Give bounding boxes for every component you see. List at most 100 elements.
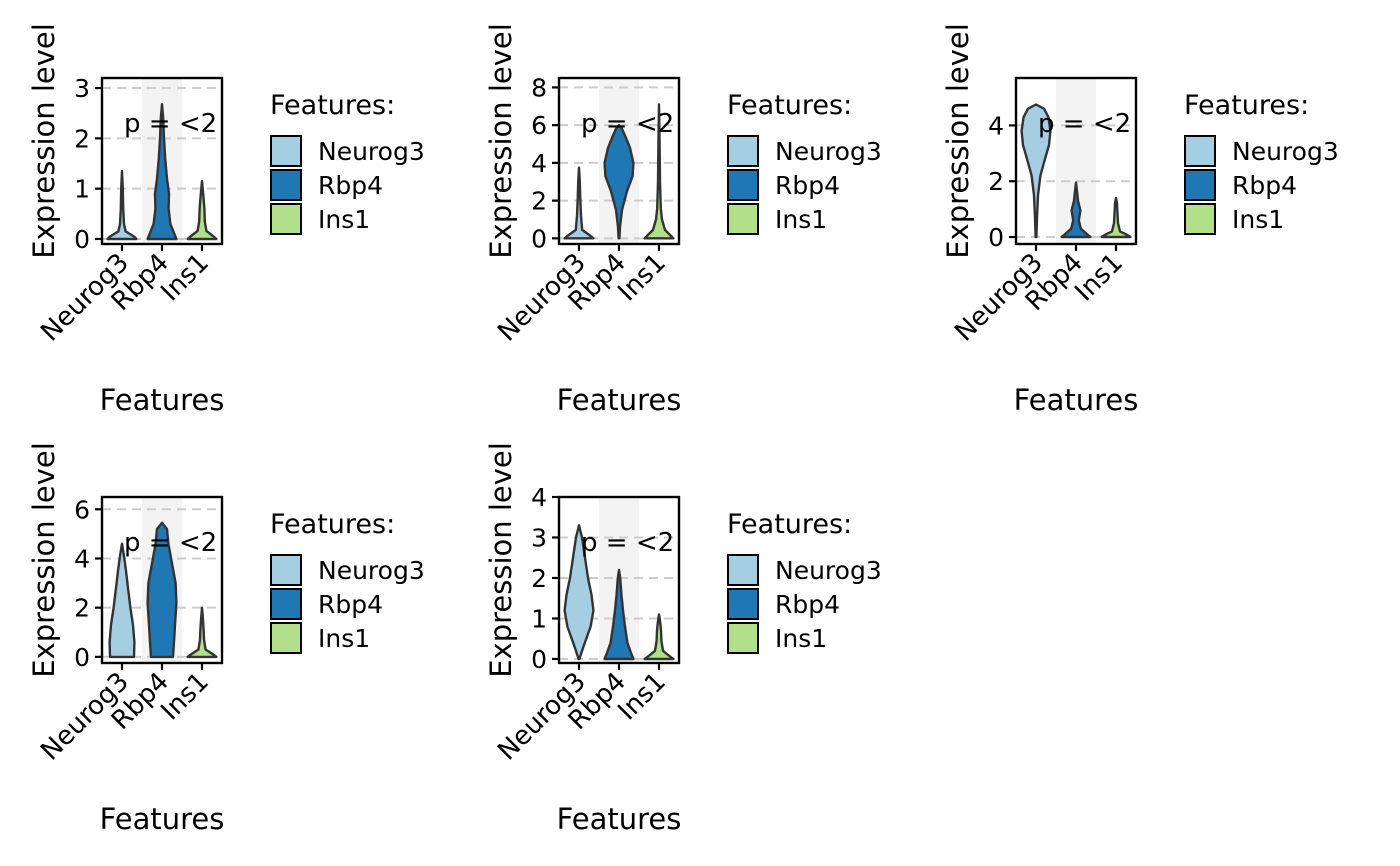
legend-label-ins1: Ins1 bbox=[775, 624, 827, 653]
legend-title: Features: bbox=[270, 509, 395, 540]
panel-title: ndocrin bbox=[566, 38, 671, 71]
y-tick-label: 0 bbox=[988, 223, 1004, 252]
x-tick-label: Ins1 bbox=[155, 248, 215, 308]
x-axis-title: Features bbox=[557, 383, 682, 417]
y-tick-label: 1 bbox=[531, 604, 547, 633]
y-tick-label: 4 bbox=[531, 149, 547, 178]
legend-key-rbp4 bbox=[1184, 169, 1216, 201]
panel-title: n3-low- bbox=[567, 457, 671, 490]
y-tick-label: 0 bbox=[74, 225, 90, 254]
legend-key-ins1 bbox=[270, 622, 302, 654]
y-tick-label: 4 bbox=[74, 544, 90, 573]
legend-key-rbp4 bbox=[270, 169, 302, 201]
violin-rbp4 bbox=[603, 568, 635, 661]
legend-label-rbp4: Rbp4 bbox=[775, 590, 840, 619]
legend-label-rbp4: Rbp4 bbox=[775, 171, 840, 200]
legend-key-rbp4 bbox=[727, 169, 759, 201]
plot-area: p = <2 bbox=[102, 497, 222, 663]
y-tick-label: 3 bbox=[531, 523, 547, 552]
p-value-annotation: p = <2 bbox=[124, 528, 217, 558]
legend-label-rbp4: Rbp4 bbox=[318, 171, 383, 200]
y-axis-title: Expression level bbox=[941, 23, 975, 259]
y-tick-label: 4 bbox=[988, 111, 1004, 140]
p-value-annotation: p = <2 bbox=[124, 109, 217, 139]
legend-label-neurog3: Neurog3 bbox=[318, 556, 425, 585]
plot-area: p = <2 bbox=[1016, 78, 1136, 244]
legend-label-neurog3: Neurog3 bbox=[1232, 137, 1339, 166]
p-value-annotation: p = <2 bbox=[1038, 109, 1131, 139]
y-axis-title: Expression level bbox=[484, 442, 518, 678]
x-axis-title: Features bbox=[100, 383, 225, 417]
legend-title: Features: bbox=[727, 509, 852, 540]
x-tick-label: Ins1 bbox=[1069, 248, 1129, 308]
violin-neurog3 bbox=[108, 542, 136, 659]
legend-title: Features: bbox=[1184, 90, 1309, 121]
legend-key-ins1 bbox=[727, 622, 759, 654]
legend-key-rbp4 bbox=[727, 588, 759, 620]
x-tick-label: Ins1 bbox=[612, 667, 672, 727]
y-axis-title: Expression level bbox=[27, 23, 61, 259]
legend-title: Features: bbox=[270, 90, 395, 121]
y-tick-label: 0 bbox=[531, 645, 547, 674]
violin-neurog3 bbox=[563, 166, 595, 240]
y-axis-title: Expression level bbox=[27, 442, 61, 678]
y-tick-label: 2 bbox=[531, 187, 547, 216]
y-tick-label: 6 bbox=[74, 495, 90, 524]
legend-key-neurog3 bbox=[727, 135, 759, 167]
legend-key-ins1 bbox=[270, 203, 302, 235]
violin-rbp4 bbox=[146, 521, 178, 659]
violin-ins1 bbox=[186, 179, 218, 241]
panel-title: -endocr bbox=[109, 457, 216, 490]
x-axis-title: Features bbox=[100, 802, 225, 836]
y-tick-label: 4 bbox=[531, 483, 547, 512]
legend-label-ins1: Ins1 bbox=[775, 205, 827, 234]
violin-ins1 bbox=[643, 103, 675, 240]
panel-title: Ductal bbox=[117, 38, 208, 71]
x-tick-label: Ins1 bbox=[155, 667, 215, 727]
legend-key-neurog3 bbox=[270, 135, 302, 167]
plot-area: p = <2 bbox=[102, 78, 222, 244]
x-axis-title: Features bbox=[1014, 383, 1139, 417]
legend-label-neurog3: Neurog3 bbox=[775, 137, 882, 166]
y-tick-label: 0 bbox=[74, 643, 90, 672]
p-value-annotation: p = <2 bbox=[581, 109, 674, 139]
violin-ins1 bbox=[1100, 196, 1132, 239]
legend-key-neurog3 bbox=[1184, 135, 1216, 167]
y-tick-label: 3 bbox=[74, 74, 90, 103]
y-tick-label: 6 bbox=[531, 111, 547, 140]
x-axis-title: Features bbox=[557, 802, 682, 836]
y-tick-label: 1 bbox=[74, 175, 90, 204]
legend-label-rbp4: Rbp4 bbox=[1232, 171, 1297, 200]
violin-rbp4 bbox=[1060, 181, 1092, 239]
legend-label-ins1: Ins1 bbox=[318, 205, 370, 234]
violin-neurog3 bbox=[1020, 103, 1052, 239]
p-value-annotation: p = <2 bbox=[581, 528, 674, 558]
legend-label-ins1: Ins1 bbox=[318, 624, 370, 653]
y-tick-label: 2 bbox=[74, 594, 90, 623]
legend-key-neurog3 bbox=[270, 554, 302, 586]
legend-key-rbp4 bbox=[270, 588, 302, 620]
legend-title: Features: bbox=[727, 90, 852, 121]
violin-neurog3 bbox=[563, 524, 595, 661]
y-tick-label: 8 bbox=[531, 73, 547, 102]
legend-label-neurog3: Neurog3 bbox=[318, 137, 425, 166]
legend-label-neurog3: Neurog3 bbox=[775, 556, 882, 585]
violin-rbp4 bbox=[603, 124, 635, 240]
legend-key-ins1 bbox=[727, 203, 759, 235]
panel-3: n3-high-p = <2024Neurog3Rbp4Ins1Expressi… bbox=[941, 23, 1339, 417]
violin-ins1 bbox=[643, 613, 675, 661]
y-tick-label: 0 bbox=[531, 224, 547, 253]
plot-area: p = <2 bbox=[559, 497, 679, 663]
violin-neurog3 bbox=[106, 169, 138, 241]
y-tick-label: 2 bbox=[531, 564, 547, 593]
legend-label-ins1: Ins1 bbox=[1232, 205, 1284, 234]
